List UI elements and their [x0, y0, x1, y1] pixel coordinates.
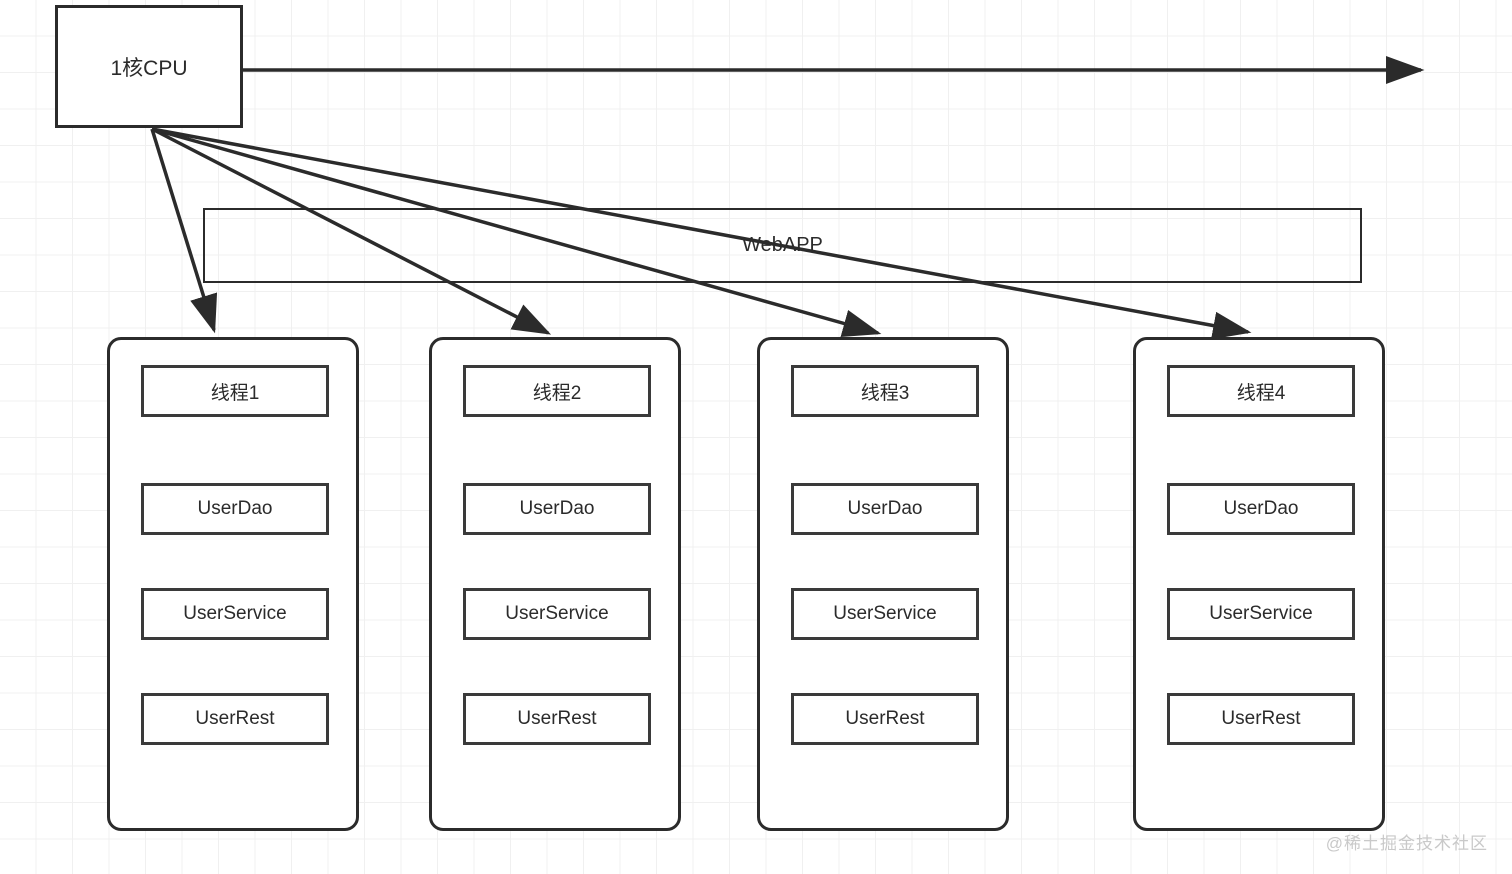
thread-title-label-3: 线程3	[860, 382, 910, 404]
thread-column-2: 线程2 UserDao UserService UserRest	[429, 337, 681, 831]
thread-title-box-1: 线程1	[141, 365, 329, 417]
watermark-label: @稀土掘金技术社区	[1325, 834, 1488, 853]
userrest-box-4: UserRest	[1167, 693, 1355, 745]
userservice-label-3: UserService	[833, 603, 937, 624]
userservice-box-1: UserService	[141, 588, 329, 640]
cpu-node-label: 1核CPU	[110, 56, 188, 80]
thread-title-label-2: 线程2	[532, 382, 582, 404]
thread-title-box-4: 线程4	[1167, 365, 1355, 417]
userservice-label-4: UserService	[1209, 603, 1313, 624]
thread-column-1: 线程1 UserDao UserService UserRest	[107, 337, 359, 831]
userservice-box-3: UserService	[791, 588, 979, 640]
userrest-label-1: UserRest	[195, 708, 275, 729]
userdao-box-1: UserDao	[141, 483, 329, 535]
userrest-box-3: UserRest	[791, 693, 979, 745]
thread-column-3: 线程3 UserDao UserService UserRest	[757, 337, 1009, 831]
userdao-box-3: UserDao	[791, 483, 979, 535]
userrest-label-2: UserRest	[517, 708, 597, 729]
userrest-box-1: UserRest	[141, 693, 329, 745]
cpu-node: 1核CPU	[55, 5, 243, 128]
userservice-label-1: UserService	[183, 603, 287, 624]
userdao-label-2: UserDao	[519, 498, 595, 519]
userservice-box-4: UserService	[1167, 588, 1355, 640]
thread-title-box-2: 线程2	[463, 365, 651, 417]
userrest-label-3: UserRest	[845, 708, 925, 729]
thread-title-label-4: 线程4	[1236, 382, 1286, 404]
userdao-label-3: UserDao	[847, 498, 923, 519]
userrest-label-4: UserRest	[1221, 708, 1301, 729]
userservice-label-2: UserService	[505, 603, 609, 624]
userdao-box-4: UserDao	[1167, 483, 1355, 535]
userdao-label-4: UserDao	[1223, 498, 1299, 519]
thread-title-box-3: 线程3	[791, 365, 979, 417]
userrest-box-2: UserRest	[463, 693, 651, 745]
webapp-header-box: WebAPP	[203, 208, 1362, 283]
userservice-box-2: UserService	[463, 588, 651, 640]
thread-title-label-1: 线程1	[210, 382, 260, 404]
userdao-box-2: UserDao	[463, 483, 651, 535]
webapp-header-label: WebAPP	[742, 234, 823, 256]
userdao-label-1: UserDao	[197, 498, 273, 519]
thread-column-4: 线程4 UserDao UserService UserRest	[1133, 337, 1385, 831]
